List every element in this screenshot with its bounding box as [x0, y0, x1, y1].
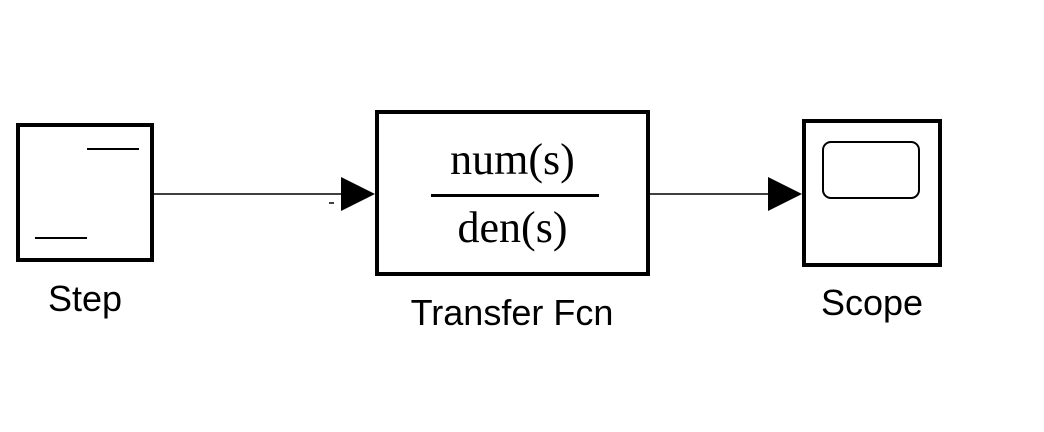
fraction-bar [431, 194, 599, 197]
step-low-level-icon [35, 237, 87, 239]
scope-block[interactable] [802, 119, 942, 267]
transfer-fcn-block-label: Transfer Fcn [410, 292, 614, 333]
step-high-level-icon [87, 148, 139, 150]
transfer-fcn-denominator: den(s) [457, 203, 568, 252]
step-block[interactable] [16, 123, 154, 262]
transfer-fcn-numerator: num(s) [450, 135, 575, 184]
arrowhead-tf-to-scope [768, 177, 802, 211]
transfer-fcn-block[interactable]: num(s) den(s) [375, 110, 650, 276]
step-block-label: Step [47, 278, 123, 319]
arrowhead-step-to-tf [341, 177, 375, 211]
scope-screen-icon [822, 141, 920, 199]
scope-block-label: Scope [820, 282, 924, 323]
